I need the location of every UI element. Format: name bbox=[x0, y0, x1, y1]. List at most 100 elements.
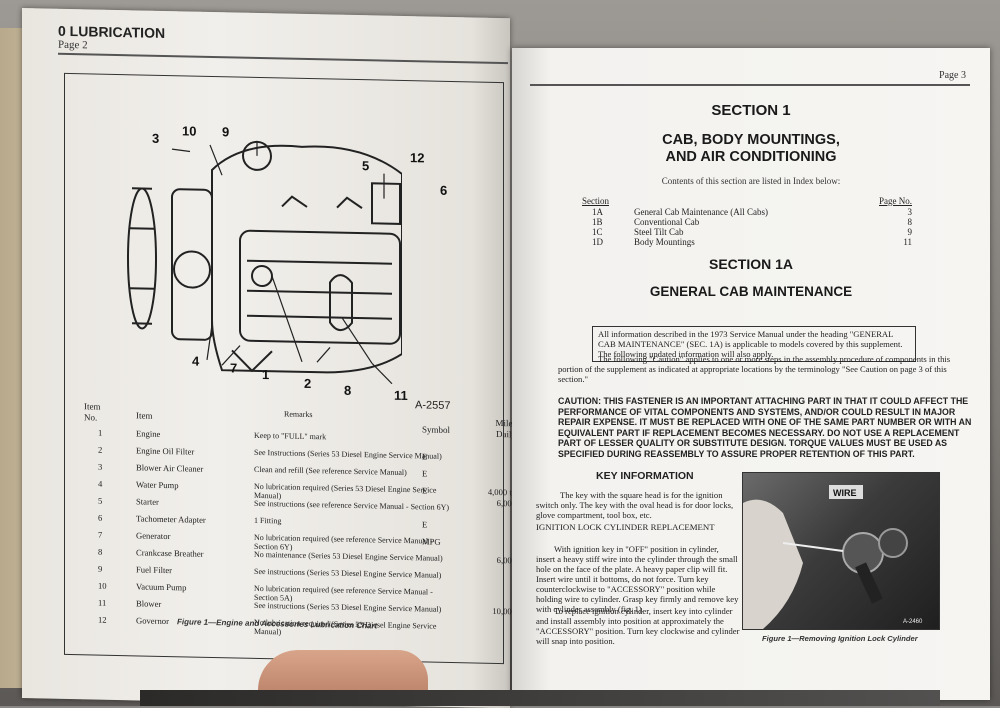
item-number: 2 bbox=[98, 444, 103, 455]
engine-fan bbox=[127, 187, 157, 330]
section-heading: SECTION 1 bbox=[711, 102, 791, 119]
item-name: Blower Air Cleaner bbox=[136, 462, 204, 474]
toc-page: 8 bbox=[907, 217, 913, 227]
item-symbol: E bbox=[422, 468, 428, 479]
lock-cylinder-text-1: With ignition key in "OFF" position in c… bbox=[536, 544, 739, 614]
item-name: Fuel Filter bbox=[136, 564, 173, 576]
oil-filler-cap bbox=[251, 265, 273, 288]
item-number: 1 bbox=[98, 427, 103, 438]
toc-page: 3 bbox=[907, 207, 913, 217]
photo-caption: Figure 1—Removing Ignition Lock Cylinder bbox=[762, 634, 918, 643]
toc-section: 1D bbox=[592, 237, 603, 247]
item-miles: - bbox=[476, 589, 516, 600]
item-number: 9 bbox=[98, 563, 103, 574]
page-number: Page 2 bbox=[58, 38, 88, 52]
callout-3: 3 bbox=[152, 130, 160, 146]
item-number: 5 bbox=[98, 495, 103, 506]
item-symbol: E bbox=[422, 519, 428, 530]
item-name: Engine Oil Filter bbox=[136, 445, 195, 457]
item-number: 8 bbox=[98, 546, 103, 557]
caution-intro: The following "Caution" applies to one o… bbox=[558, 354, 951, 384]
toc-header-section: Section bbox=[582, 196, 609, 206]
photo-id: A-2460 bbox=[903, 619, 923, 625]
callout-6: 6 bbox=[440, 182, 448, 198]
item-miles: - bbox=[476, 538, 516, 549]
col-header-no: Item No. bbox=[84, 401, 101, 423]
item-number: 6 bbox=[98, 512, 103, 523]
item-name: Governor bbox=[136, 615, 169, 627]
toc-section: 1B bbox=[592, 217, 603, 227]
item-miles: 6,000 bbox=[496, 554, 516, 566]
subsection-title: GENERAL CAB MAINTENANCE bbox=[649, 284, 853, 299]
item-symbol: E bbox=[422, 485, 428, 496]
item-miles: - bbox=[476, 453, 516, 464]
item-miles: - bbox=[476, 623, 516, 634]
col-header-remarks: Remarks bbox=[284, 409, 313, 420]
subsection-heading: SECTION 1A bbox=[708, 256, 793, 272]
item-miles: - bbox=[476, 504, 516, 515]
toc-row: 1A General Cab Maintenance (All Cabs) 3 bbox=[582, 207, 912, 217]
item-name: Engine bbox=[136, 428, 161, 439]
engine-block bbox=[211, 144, 402, 374]
engine-diagram bbox=[127, 140, 402, 385]
item-miles: - bbox=[476, 572, 516, 583]
item-number: 3 bbox=[98, 461, 103, 472]
photo-illustration: WIRE A-2460 bbox=[743, 485, 923, 629]
item-name: Water Pump bbox=[136, 479, 179, 491]
item-name: Crankcase Breather bbox=[136, 547, 204, 559]
item-name: Generator bbox=[136, 530, 171, 542]
engine-oil-pan bbox=[239, 229, 401, 345]
toc-intro: Contents of this section are listed in I… bbox=[661, 176, 841, 186]
engine-pulleys bbox=[171, 188, 213, 341]
item-name: Starter bbox=[136, 496, 159, 507]
item-name: Vacuum Pump bbox=[136, 581, 187, 593]
photo-wire-label: WIRE bbox=[833, 488, 857, 498]
table-of-contents: Section Page No. 1A General Cab Maintena… bbox=[582, 196, 912, 247]
toc-title: Body Mountings bbox=[634, 237, 695, 247]
toc-section: 1C bbox=[592, 227, 603, 237]
lubrication-table: Item No. Item Remarks Symbol Miles Daily… bbox=[84, 401, 516, 640]
toc-title: Steel Tilt Cab bbox=[634, 227, 684, 237]
toc-title: Conventional Cab bbox=[634, 217, 700, 227]
section-title-line2: AND AIR CONDITIONING bbox=[665, 149, 837, 165]
notice-box: All information described in the 1973 Se… bbox=[592, 326, 916, 362]
header-rule bbox=[58, 52, 508, 65]
callout-12: 12 bbox=[410, 150, 425, 166]
toc-row: 1D Body Mountings 11 bbox=[582, 237, 912, 247]
col-header-item: Item bbox=[136, 410, 153, 421]
lock-cylinder-text-2: To replace ignition cylinder, insert key… bbox=[536, 606, 740, 646]
callout-2: 2 bbox=[304, 375, 312, 392]
toc-title: General Cab Maintenance (All Cabs) bbox=[634, 207, 768, 217]
item-number: 7 bbox=[98, 529, 103, 540]
callout-7: 7 bbox=[230, 360, 238, 376]
item-symbol: E bbox=[422, 451, 428, 462]
header-rule bbox=[530, 84, 970, 86]
item-number: 4 bbox=[98, 478, 103, 489]
section-title-line1: CAB, BODY MOUNTINGS, bbox=[662, 132, 840, 148]
page-number: Page 3 bbox=[939, 70, 966, 81]
toc-header-page: Page No. bbox=[879, 196, 912, 206]
item-number: 10 bbox=[98, 580, 107, 591]
item-name: Tachometer Adapter bbox=[136, 513, 206, 525]
callout-8: 8 bbox=[344, 382, 352, 398]
item-symbol: MPG bbox=[422, 536, 441, 547]
toc-section: 1A bbox=[592, 207, 603, 217]
left-page: 0 LUBRICATION Page 2 bbox=[22, 8, 516, 708]
right-page: Page 3 SECTION 1 CAB, BODY MOUNTINGS, AN… bbox=[512, 48, 990, 700]
key-information-heading: KEY INFORMATION bbox=[596, 470, 694, 482]
caution-text: CAUTION: THIS FASTENER IS AN IMPORTANT A… bbox=[558, 396, 972, 459]
item-name: Blower bbox=[136, 598, 162, 609]
item-number: 11 bbox=[98, 597, 107, 608]
toc-page: 9 bbox=[907, 227, 913, 237]
wire-shape bbox=[782, 542, 844, 552]
hand-shape bbox=[743, 499, 803, 629]
binder-edge bbox=[140, 690, 940, 706]
callout-11: 11 bbox=[394, 387, 408, 404]
toc-row: 1B Conventional Cab 8 bbox=[582, 217, 912, 227]
callout-4: 4 bbox=[192, 353, 200, 369]
callout-9: 9 bbox=[222, 124, 230, 140]
item-number: 12 bbox=[98, 614, 107, 625]
callout-5: 5 bbox=[362, 158, 370, 174]
toc-page: 11 bbox=[903, 237, 912, 247]
